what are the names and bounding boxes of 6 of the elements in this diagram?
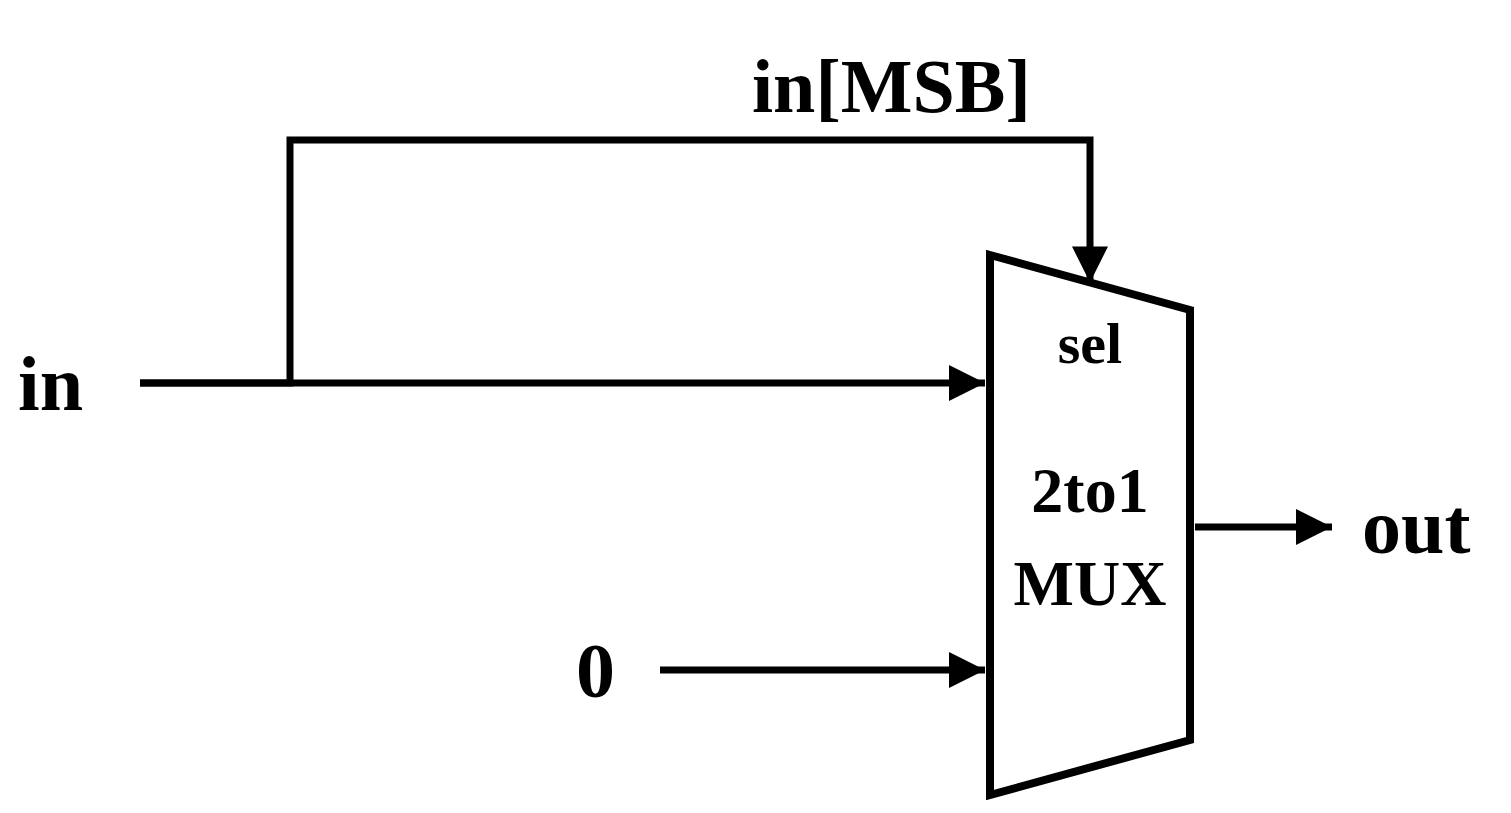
- block-label: 2to1 MUX: [1012, 454, 1168, 621]
- signal-label: in: [18, 345, 140, 421]
- port-label: sel: [1056, 310, 1124, 378]
- signal-label: 0: [576, 632, 660, 708]
- multiplexer-block: [985, 250, 1195, 800]
- signal-label: out: [1332, 488, 1496, 564]
